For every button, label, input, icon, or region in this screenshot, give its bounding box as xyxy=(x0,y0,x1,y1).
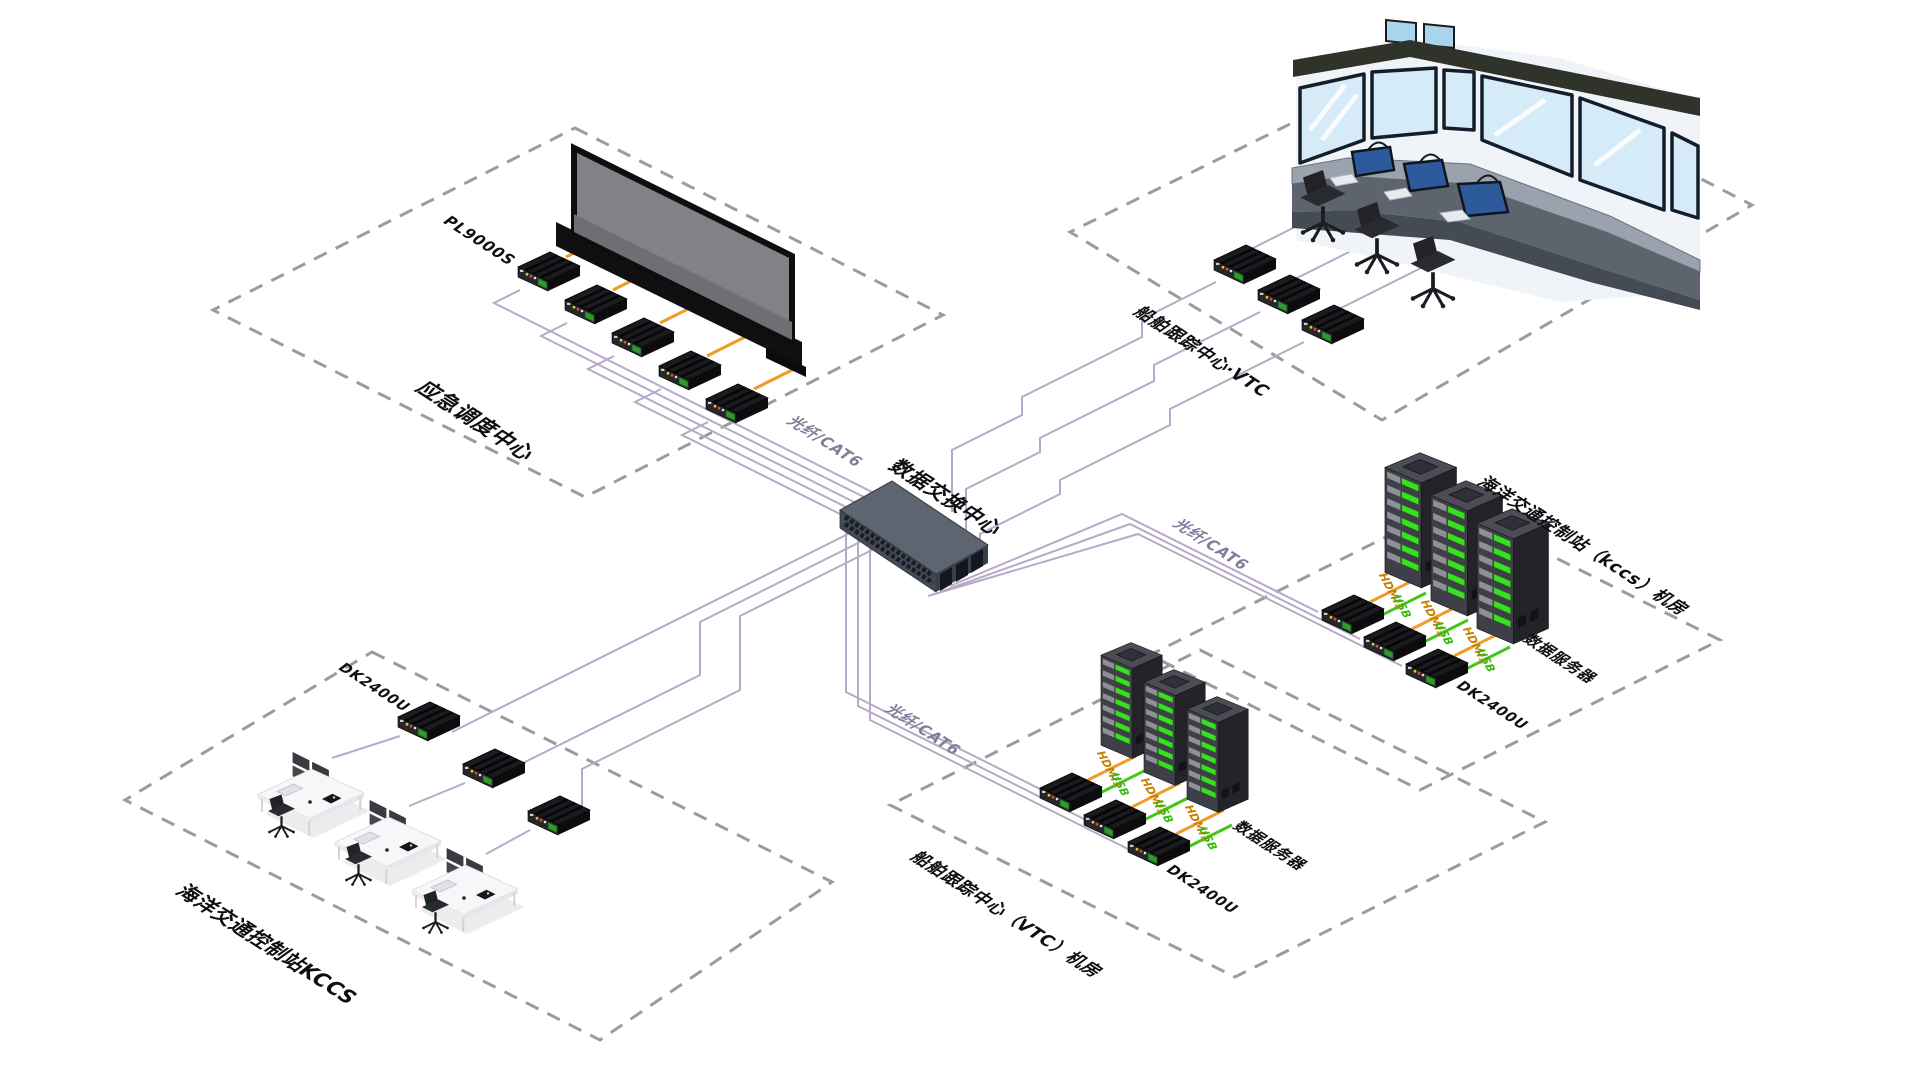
zone-border-kccs-station xyxy=(121,650,835,1042)
extender-pl9000s-1 xyxy=(516,250,582,293)
zone-border-vtc-room xyxy=(886,648,1549,979)
zone-border-emergency-dispatch xyxy=(209,126,947,499)
cable-bundle-vtc-center-to-switch xyxy=(951,281,1305,552)
extender-vtc-1 xyxy=(1212,243,1278,286)
cable-workstation-links xyxy=(331,735,531,855)
cable-bundle-emergency-to-switch xyxy=(491,289,881,523)
cable-bundle-switch-to-kccs-station xyxy=(451,533,873,810)
workstation-1 xyxy=(258,751,371,838)
bridge-console xyxy=(1291,18,1701,311)
rooftop-monitor-2 xyxy=(1423,22,1455,50)
rack-vtc-3 xyxy=(1186,696,1249,813)
extenders-vtc-center xyxy=(1212,243,1366,346)
extender-station-3 xyxy=(526,794,592,837)
console-screens xyxy=(1350,145,1510,218)
core-switch xyxy=(839,480,989,593)
video-wall xyxy=(556,143,806,377)
bridge-windows xyxy=(1298,66,1700,220)
extender-pl9000s-5 xyxy=(704,382,770,425)
extender-pl9000s-3 xyxy=(610,316,676,359)
extender-vtc-3 xyxy=(1300,303,1366,346)
extender-vtc-2 xyxy=(1256,273,1322,316)
extender-station-2 xyxy=(461,747,527,790)
extender-pl9000s-4 xyxy=(657,349,723,392)
extenders-kccs-station xyxy=(396,700,592,837)
cable-bundle-switch-to-vtc-room xyxy=(845,532,1133,852)
zone-border-kccs-room xyxy=(1146,503,1724,792)
cable-bundle-switch-to-kccs-room xyxy=(927,512,1403,667)
hdmi-usb-links-vtc-room xyxy=(1087,754,1233,851)
extender-pl9000s-2 xyxy=(563,283,629,326)
